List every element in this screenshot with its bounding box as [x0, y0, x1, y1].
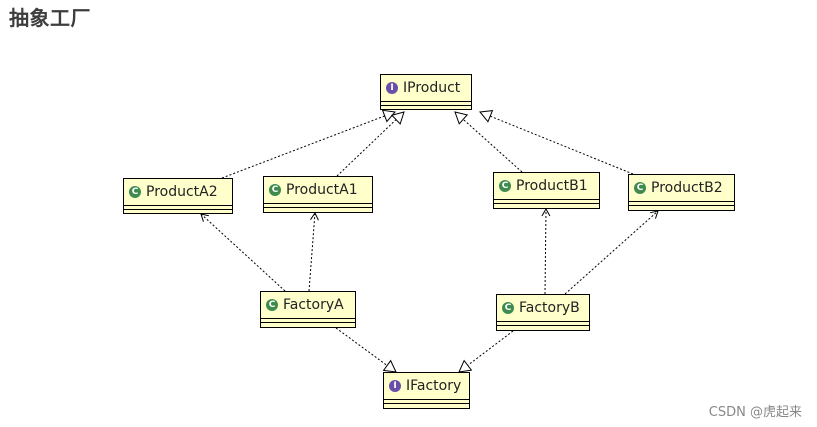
node-divider: [261, 322, 355, 326]
node-divider: [264, 203, 372, 207]
hollow-triangle-arrowhead: [458, 359, 473, 373]
node-label: ProductA1: [286, 182, 358, 198]
node-label: FactoryA: [283, 297, 344, 313]
node-divider: [384, 399, 469, 403]
edge-realization-producta1-to-iproduct: [336, 111, 405, 177]
edge-line: [200, 213, 286, 292]
interface-icon: I: [386, 82, 398, 94]
edge-line: [564, 210, 659, 295]
node-divider: [381, 105, 471, 109]
node-divider: [497, 325, 589, 329]
node-divider: [124, 209, 232, 213]
node-divider: [384, 403, 469, 407]
node-label: ProductA2: [146, 184, 218, 200]
edge-dependency-factorya-to-producta1: [308, 211, 319, 292]
edge-line: [335, 327, 388, 366]
open-arrowhead: [200, 213, 209, 222]
node-label: FactoryB: [519, 300, 580, 316]
hollow-triangle-arrowhead: [454, 111, 469, 125]
interface-icon: I: [389, 380, 401, 392]
edge-realization-factorya-to-ifactory: [335, 327, 397, 373]
node-producta2[interactable]: C ProductA2: [123, 178, 233, 214]
node-factorya[interactable]: C FactoryA: [260, 291, 356, 328]
edge-realization-productb1-to-iproduct: [454, 111, 523, 173]
node-divider: [261, 318, 355, 322]
open-arrowhead: [541, 207, 551, 217]
node-producta1[interactable]: C ProductA1: [263, 176, 373, 213]
node-label: ProductB2: [651, 180, 723, 196]
class-icon: C: [499, 180, 511, 192]
node-divider: [381, 101, 471, 105]
node-label: IFactory: [406, 378, 462, 394]
node-iproduct[interactable]: I IProduct: [380, 74, 472, 110]
class-icon: C: [266, 299, 278, 311]
edge-dependency-factoryb-to-productb2: [564, 210, 659, 295]
hollow-triangle-arrowhead: [479, 109, 494, 123]
node-productb1[interactable]: C ProductB1: [493, 172, 600, 209]
edge-line: [490, 115, 634, 175]
node-label: IProduct: [403, 80, 461, 96]
edge-dependency-factoryb-to-productb1: [541, 207, 551, 295]
hollow-triangle-arrowhead: [390, 111, 405, 125]
edge-realization-producta2-to-iproduct: [221, 109, 396, 179]
page-title: 抽象工厂: [9, 6, 91, 30]
node-divider: [629, 205, 734, 209]
hollow-triangle-arrowhead: [381, 109, 396, 123]
class-icon: C: [269, 184, 281, 196]
edge-line: [544, 208, 547, 295]
edge-realization-factoryb-to-ifactory: [458, 330, 514, 373]
node-divider: [494, 203, 599, 207]
open-arrowhead: [650, 210, 659, 219]
node-label: ProductB1: [516, 178, 588, 194]
node-productb2[interactable]: C ProductB2: [628, 174, 735, 211]
node-divider: [497, 321, 589, 325]
class-icon: C: [634, 182, 646, 194]
class-icon: C: [502, 302, 514, 314]
open-arrowhead: [310, 211, 319, 221]
edge-line: [308, 212, 316, 292]
node-divider: [124, 205, 232, 209]
edge-line: [467, 330, 514, 366]
class-icon: C: [129, 186, 141, 198]
node-divider: [629, 201, 734, 205]
node-divider: [494, 199, 599, 203]
hollow-triangle-arrowhead: [382, 359, 397, 373]
edge-line: [336, 119, 397, 177]
node-ifactory[interactable]: I IFactory: [383, 372, 470, 409]
node-factoryb[interactable]: C FactoryB: [496, 294, 590, 331]
edge-realization-productb2-to-iproduct: [479, 109, 634, 175]
watermark: CSDN @虎起来: [708, 405, 802, 420]
edge-line: [462, 118, 523, 173]
node-divider: [264, 207, 372, 211]
edge-dependency-factorya-to-producta2: [200, 213, 286, 292]
edge-line: [221, 115, 385, 179]
